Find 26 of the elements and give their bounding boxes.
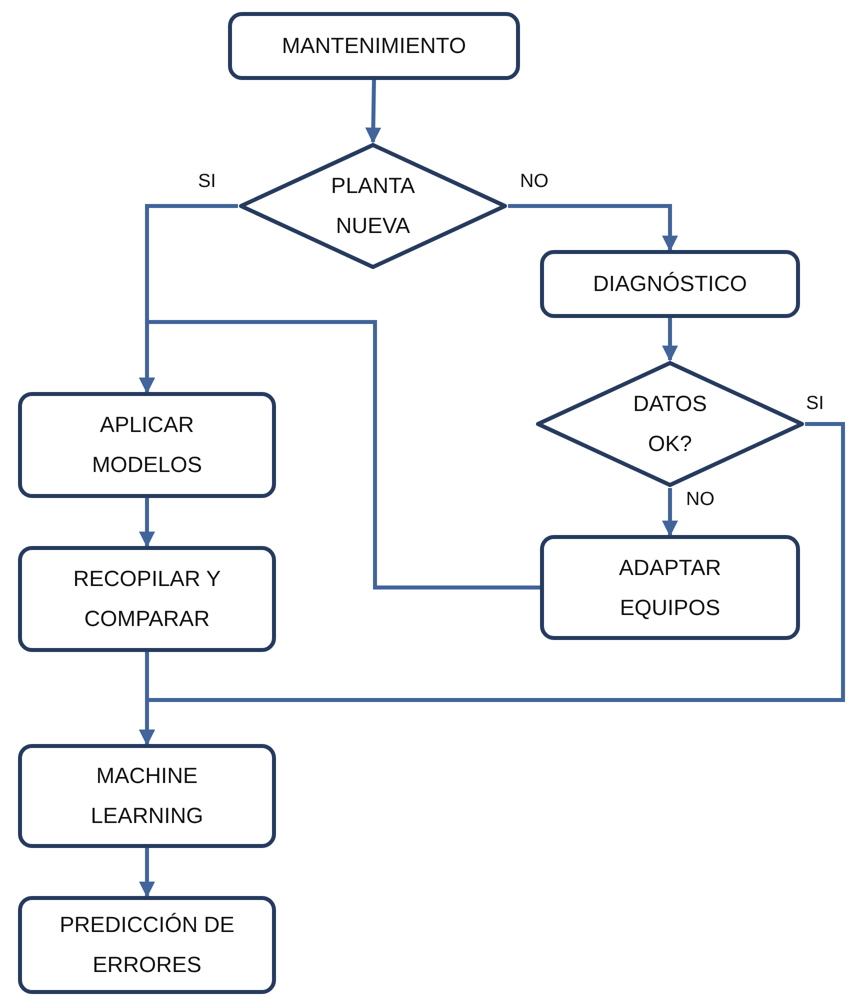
arrow — [662, 318, 678, 362]
arrow — [508, 204, 678, 252]
node-label: PREDICCIÓN DE ERRORES — [58, 911, 236, 979]
node-label: RECOPILAR Y COMPARAR — [72, 565, 222, 633]
process-box — [540, 535, 800, 640]
node-label: ADAPTAR EQUIPOS — [618, 554, 722, 622]
node-label: MANTENIMIENTO — [280, 32, 468, 60]
process-box — [18, 896, 276, 994]
arrow — [139, 652, 155, 746]
arrow — [662, 488, 678, 537]
decision-diamond — [238, 142, 508, 270]
process-box — [18, 744, 276, 848]
arrow — [139, 320, 540, 590]
arrow — [139, 498, 155, 548]
process-box — [18, 546, 276, 652]
process-box — [540, 250, 800, 318]
node-label: DATOS OK? — [632, 390, 708, 458]
node-label: APLICAR MODELOS — [90, 411, 204, 479]
process-box — [18, 392, 276, 498]
arrow — [139, 848, 155, 898]
node-label: MACHINE LEARNING — [90, 762, 204, 830]
node-label: DIAGNÓSTICO — [592, 270, 748, 298]
decision-diamond — [535, 360, 805, 488]
process-box — [228, 12, 520, 80]
node-label: PLANTA NUEVA — [330, 172, 416, 240]
arrow — [365, 80, 382, 144]
